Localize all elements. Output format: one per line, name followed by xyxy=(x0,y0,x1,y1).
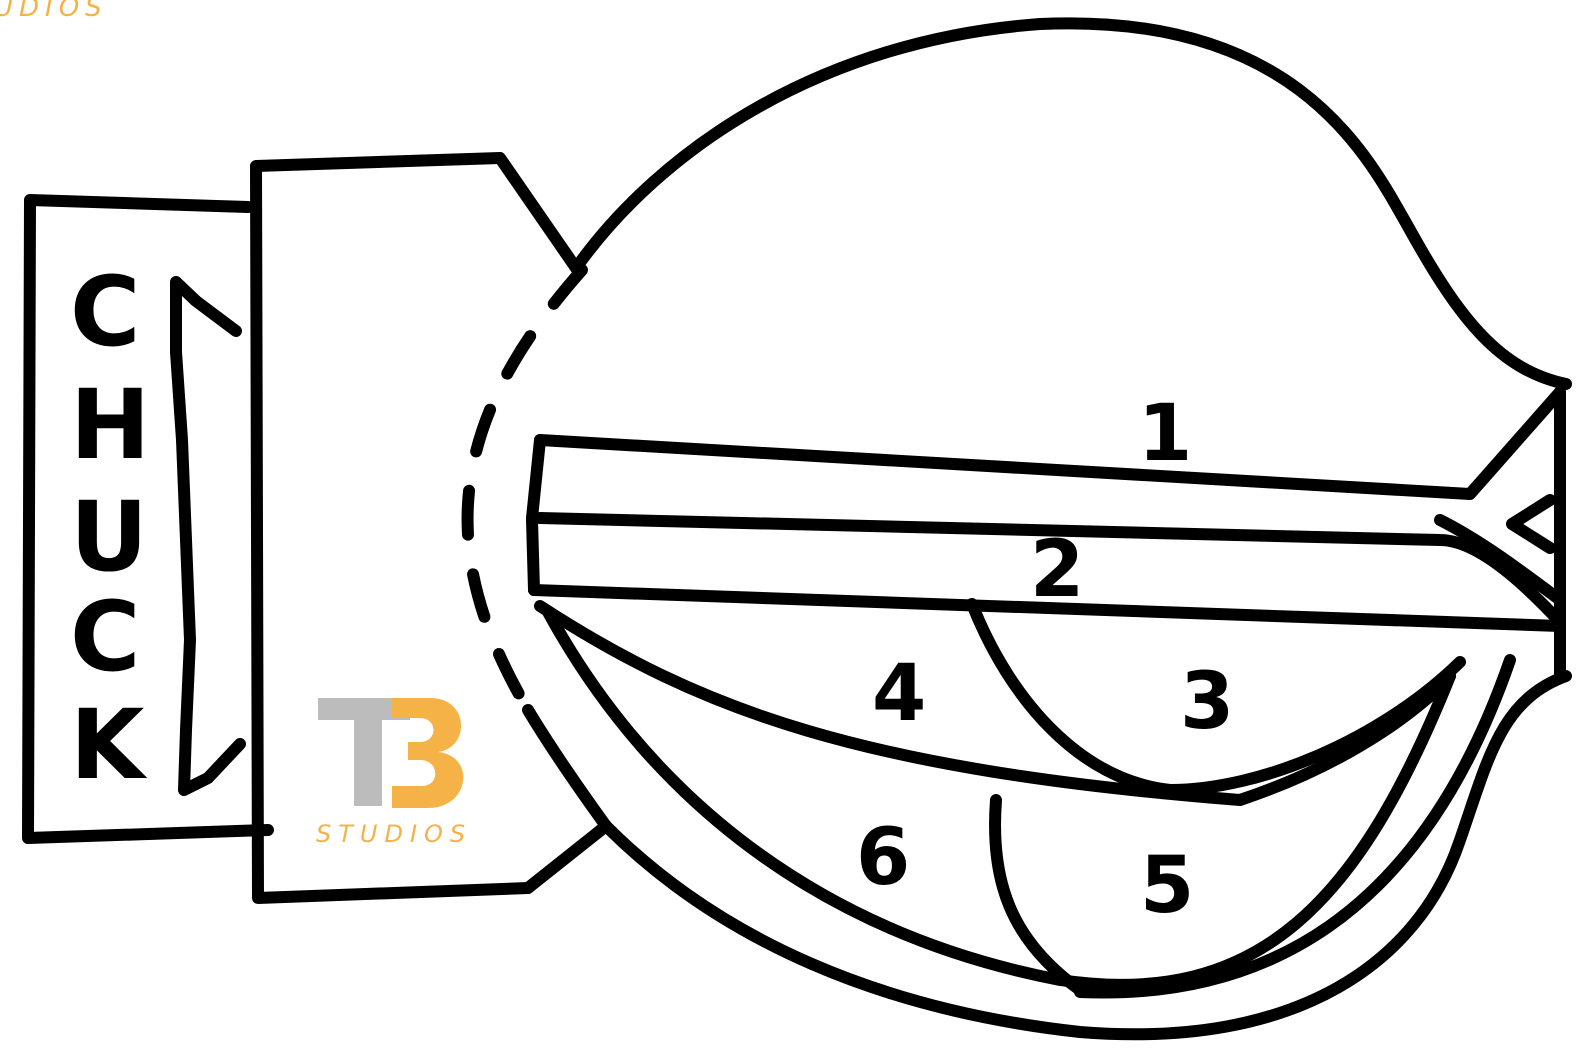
stripe-1-tip xyxy=(1440,520,1560,600)
section-label-1: 1 xyxy=(1138,389,1192,479)
chuck-letter-c2: C xyxy=(70,581,140,693)
lower-edge-segment xyxy=(528,710,606,826)
chuck-letter-h: H xyxy=(70,369,150,481)
chuck-label: C H U C K xyxy=(70,256,150,801)
section-4-lower-edge xyxy=(540,606,1450,800)
section-label-4: 4 xyxy=(872,649,926,739)
section-label-6: 6 xyxy=(856,813,910,903)
chuck-block xyxy=(28,200,268,838)
chuck-letter-k: K xyxy=(70,689,148,801)
stripe-2-left xyxy=(532,520,534,590)
section-5-divider xyxy=(995,800,1080,990)
stripe-1-top xyxy=(540,392,1560,494)
logo-subtitle: STUDIOS xyxy=(316,820,472,848)
section-label-5: 5 xyxy=(1140,841,1194,931)
bit-tip-inner xyxy=(1512,500,1550,548)
chuck-key-line xyxy=(176,282,240,790)
chuck-letter-c1: C xyxy=(70,256,140,368)
section-5-lower-edge xyxy=(1080,660,1510,993)
logo-b-shape xyxy=(392,698,463,808)
chuck-letter-u: U xyxy=(70,481,148,593)
stripe-1-left xyxy=(532,440,540,518)
chuck-outline xyxy=(28,200,268,838)
section-label-2: 2 xyxy=(1030,525,1084,615)
bit-outline-upper xyxy=(576,23,1566,384)
section-label-3: 3 xyxy=(1180,657,1234,747)
logo-t-stem xyxy=(354,698,382,806)
corner-watermark-text: UDIOS xyxy=(0,0,108,23)
